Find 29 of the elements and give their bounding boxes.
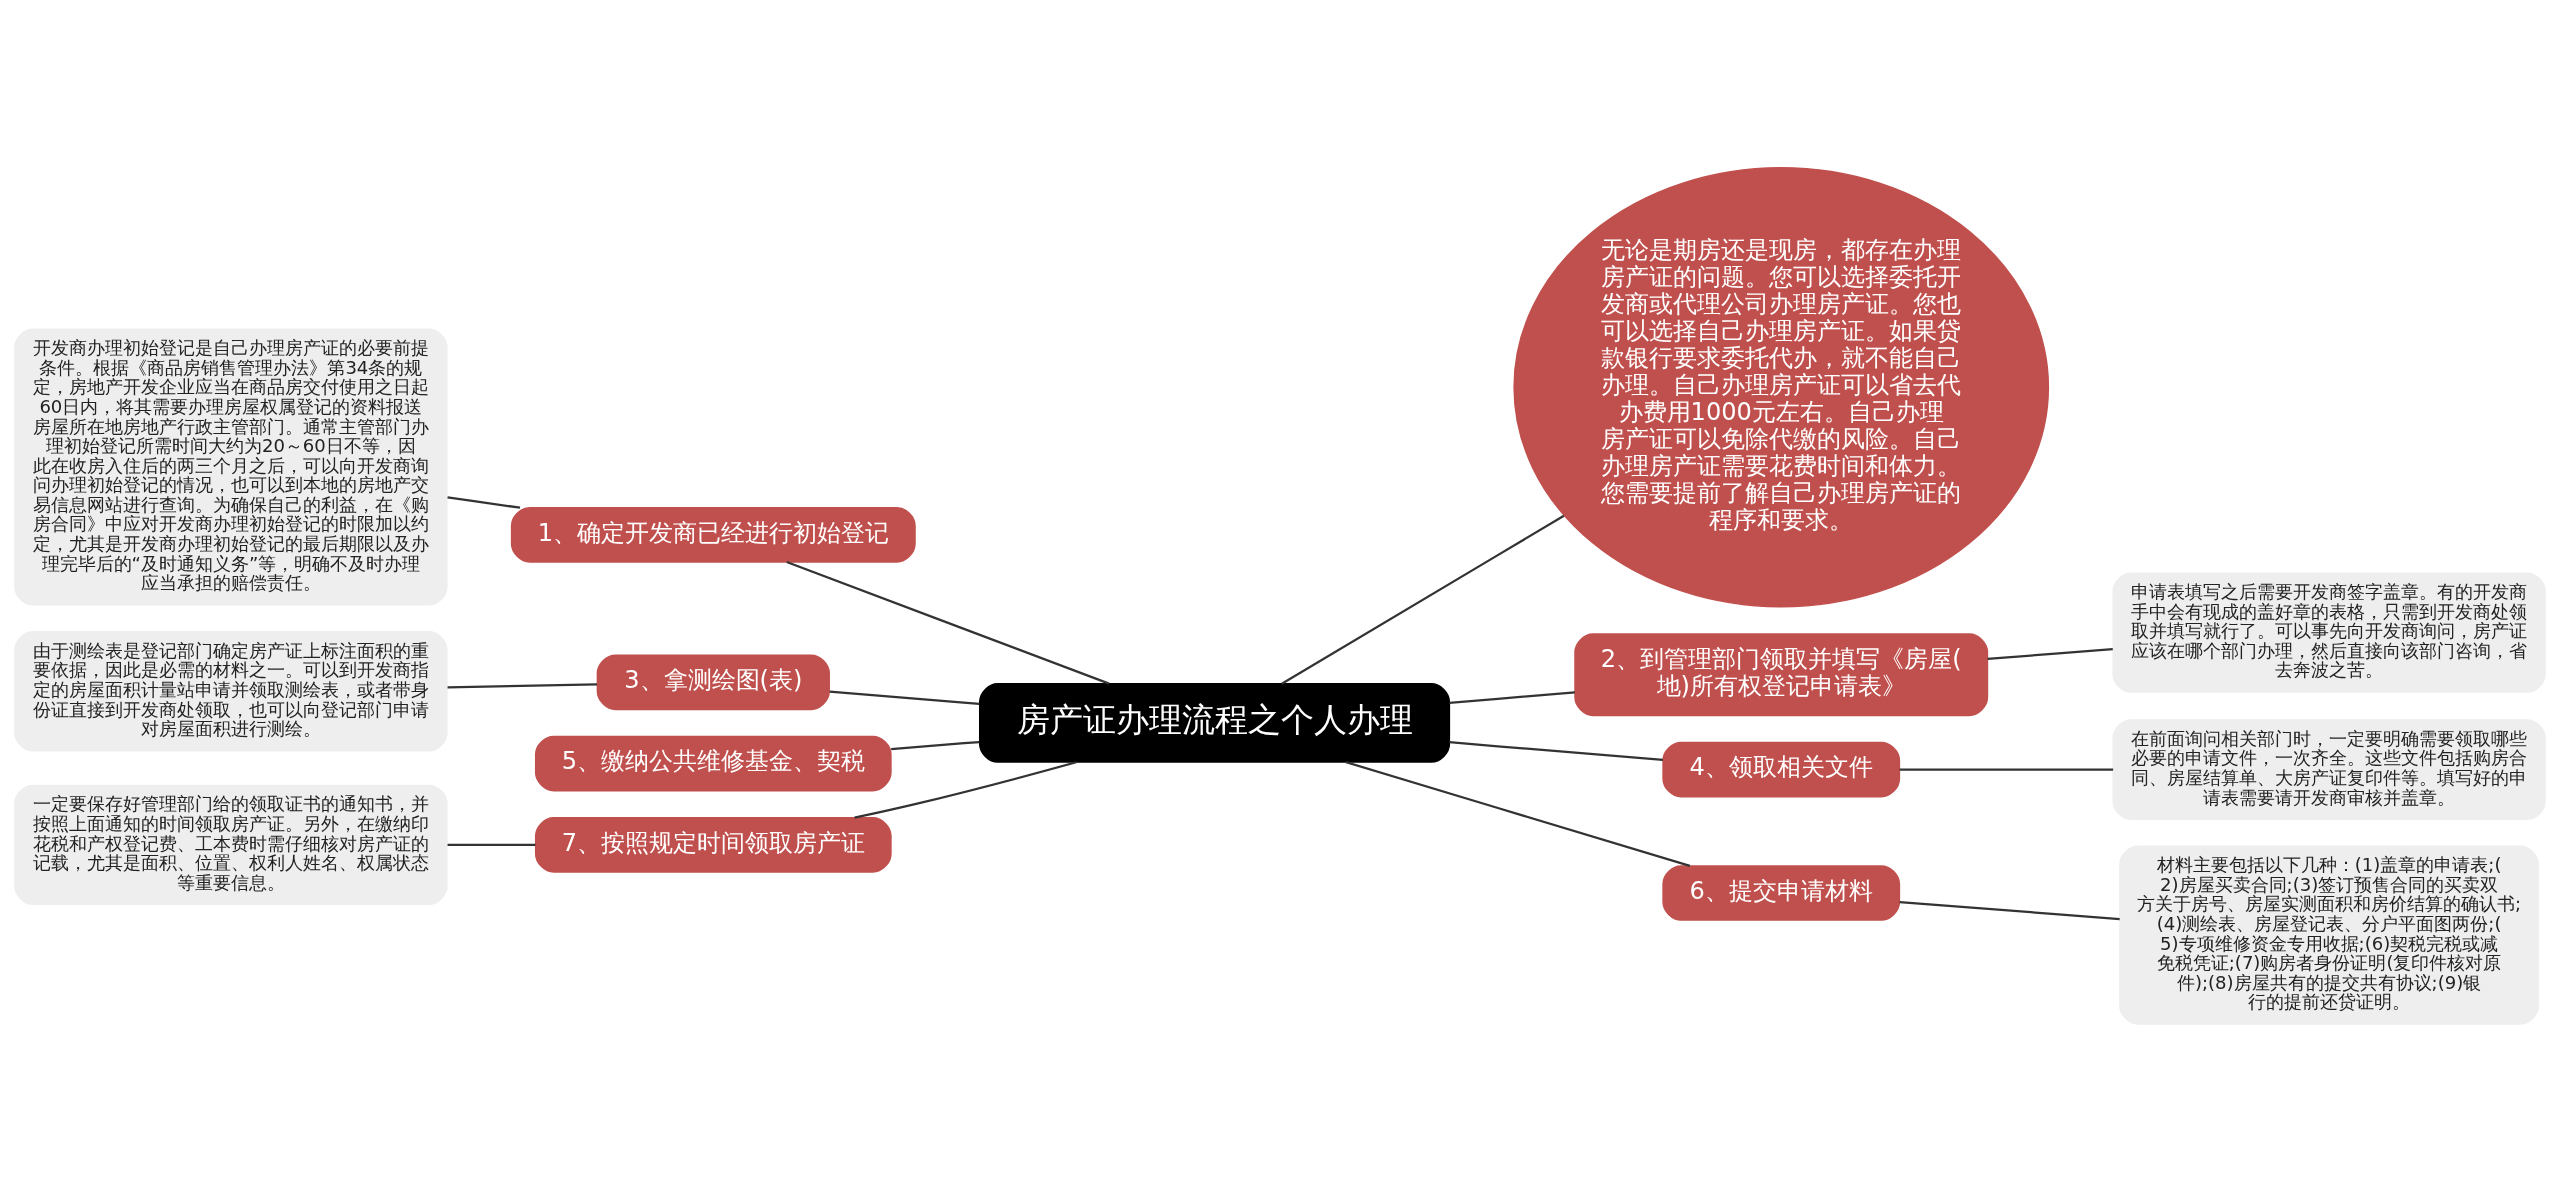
node-box: 材料主要包括以下几种：(1)盖章的申请表;(2)房屋买卖合同;(3)签订预售合同的买卖双方关于房号、房屋实测面积和房价结算的确认书;(4)测绘表、房屋登记表、分户平面图两份;(5)专项维修资金专用收据;(6)契税完税或减免税凭证;(7)购房者身份证明(复印件核对原件);(8)房屋共有的提交共有协议;(9)银行的提前还贷证明。 [2119,845,2540,1025]
connector [1987,648,2113,661]
connector [1345,761,1691,867]
connector [891,740,980,751]
connector [854,761,1077,819]
connector [447,683,598,689]
node-box: 1、确定开发商已经进行初始登记 [510,506,916,563]
node-box: 一定要保存好管理部门给的领取证书的通知书，并按照上面通知的时间领取房产证。另外，在缴纳印花税和产权登记费、工本费时需仔细核对房产证的记载，尤其是面积、位置、权利人姓名、权属状态等重要信息。 [14,784,448,906]
node-box: 2、到管理部门领取并填写《房屋(地)所有权登记申请表》 [1574,633,1989,717]
connector [447,843,536,846]
node-box: 在前面询问相关部门时，一定要明确需要领取哪些必要的申请文件，一次齐全。这些文件包括购房合同、房屋结算单、大房产证复印件等。填写好的申请表需要请开发商审核并盖章。 [2112,719,2546,821]
node-box: 6、提交申请材料 [1662,865,1901,921]
connector [1281,514,1565,685]
connector [447,496,521,509]
node-box: 5、缴纳公共维修基金、契税 [534,735,892,792]
connector [1449,691,1575,705]
connector [786,560,1110,685]
connector [1899,768,2114,771]
node-box: 房产证办理流程之个人办理 [978,683,1451,763]
node-box: 7、按照规定时间领取房产证 [534,817,892,873]
connector [1449,741,1664,762]
node-box: 开发商办理初始登记是自己办理房产证的必要前提条件。根据《商品房销售管理办法》第34条的规定，房地产开发企业应当在商品房交付使用之日起60日内，将其需要办理房屋权属登记的资料报送房屋所在地房地产行政主管部门。通常主管部门办理初始登记所需时间大约为20～60日不等，因此在收房入住后的两三个月之后，可以向开发商询问办理初始登记的情况，也可以到本地的房地产交易信息网站进行查询。为确保自己的利益，在《购房合同》中应对开发商办理初始登记的时限加以约定，尤其是开发商办理初始登记的最后期限以及办理完毕后的“及时通知义务”等，明确不及时办理应当承担的赔偿责任。 [14,328,448,606]
connector [829,690,980,705]
connector [1899,900,2120,921]
node-box: 4、领取相关文件 [1662,741,1901,798]
node-box: 3、拿测绘图(表) [596,654,830,711]
node-box: 由于测绘表是登记部门确定房产证上标注面积的重要依据，因此是必需的材料之一。可以到开发商指定的房屋面积计量站申请并领取测绘表，或者带身份证直接到开发商处领取，也可以向登记部门申请对房屋面积进行测绘。 [14,631,448,752]
node-box: 申请表填写之后需要开发商签字盖章。有的开发商手中会有现成的盖好章的表格，只需到开发商处领取并填写就行了。可以事先向开发商询问，房产证应该在哪个部门办理，然后直接向该部门咨询，省去奔波之苦。 [2112,572,2546,693]
node-ellipse: 无论是期房还是现房，都存在办理房产证的问题。您可以选择委托开发商或代理公司办理房产证。您也可以选择自己办理房产证。如果贷款银行要求委托代办，就不能自己办理。自己办理房产证可以省去代办费用1000元左右。自己办理房产证可以免除代缴的风险。自己办理房产证需要花费时间和体力。您需要提前了解自己办理房产证的程序和要求。 [1513,167,2050,608]
